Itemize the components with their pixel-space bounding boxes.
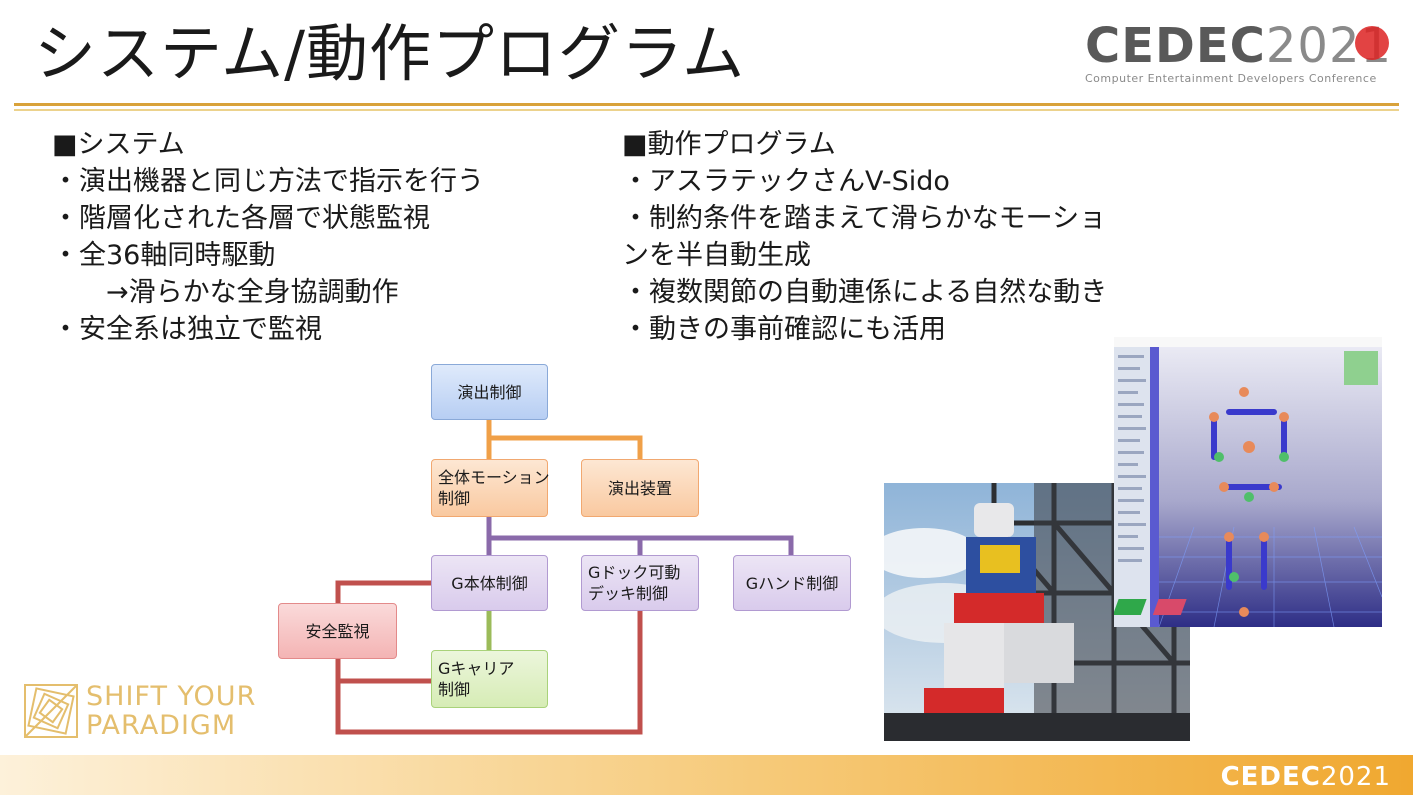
shift-logo-line2: PARADIGM [86, 710, 237, 741]
cedec-logo-subtitle: Computer Entertainment Developers Confer… [1085, 72, 1377, 85]
node-overall-motion-control: 全体モーション 制御 [431, 459, 550, 517]
cedec-logo: CEDEC2021 Computer Entertainment Develop… [1085, 20, 1395, 92]
motion-program-item: ・制約条件を踏まえて滑らかなモーショ [622, 203, 1107, 234]
system-item: ・演出機器と同じ方法で指示を行う [52, 166, 484, 197]
system-item: ・階層化された各層で状態監視 [52, 203, 430, 234]
header-rule-thin [14, 109, 1399, 111]
motion-program-column: ■動作プログラム ・アスラテックさんV-Sido ・制約条件を踏まえて滑らかなモ… [622, 126, 1107, 348]
gundam-seal-icon [1355, 26, 1389, 60]
slide-title: システム/動作プログラム [34, 17, 746, 90]
motion-program-item: ・動きの事前確認にも活用 [622, 314, 946, 345]
system-column: ■システム ・演出機器と同じ方法で指示を行う ・階層化された各層で状態監視 ・全… [52, 126, 484, 348]
system-heading: ■システム [52, 129, 185, 160]
footer-bar [0, 755, 1413, 795]
shift-your-paradigm-logo: SHIFT YOUR PARADIGM [22, 682, 272, 742]
system-item-sub: →滑らかな全身協調動作 [106, 277, 399, 308]
motion-program-item: ・アスラテックさんV-Sido [622, 166, 950, 197]
vsido-simulator-screenshot [1114, 337, 1382, 627]
node-g-hand-control: Gハンド制御 [733, 555, 851, 611]
node-stage-device: 演出装置 [581, 459, 699, 517]
header-rule [14, 103, 1399, 106]
system-item: ・全36軸同時駆動 [52, 240, 276, 271]
connector-purple [486, 514, 794, 558]
cedec-logo-brand: CEDEC [1085, 18, 1266, 74]
node-safety-monitor: 安全監視 [278, 603, 397, 659]
node-g-carrier-control: Gキャリア 制御 [431, 650, 548, 708]
system-item: ・安全系は独立で監視 [52, 314, 322, 345]
paradigm-spiral-icon [24, 684, 78, 738]
node-g-dock-control: Gドック可動 デッキ制御 [581, 555, 699, 611]
footer-cedec-logo: CEDEC2021 [1220, 762, 1391, 792]
node-g-body-control: G本体制御 [431, 555, 548, 611]
motion-program-heading: ■動作プログラム [622, 129, 836, 160]
connector-orange [486, 417, 643, 462]
shift-logo-line1: SHIFT YOUR [86, 681, 257, 712]
motion-program-item-cont: ンを半自動生成 [622, 240, 811, 271]
motion-program-item: ・複数関節の自動連係による自然な動き [622, 277, 1108, 308]
connector-red [335, 580, 643, 735]
node-stage-control: 演出制御 [431, 364, 548, 420]
